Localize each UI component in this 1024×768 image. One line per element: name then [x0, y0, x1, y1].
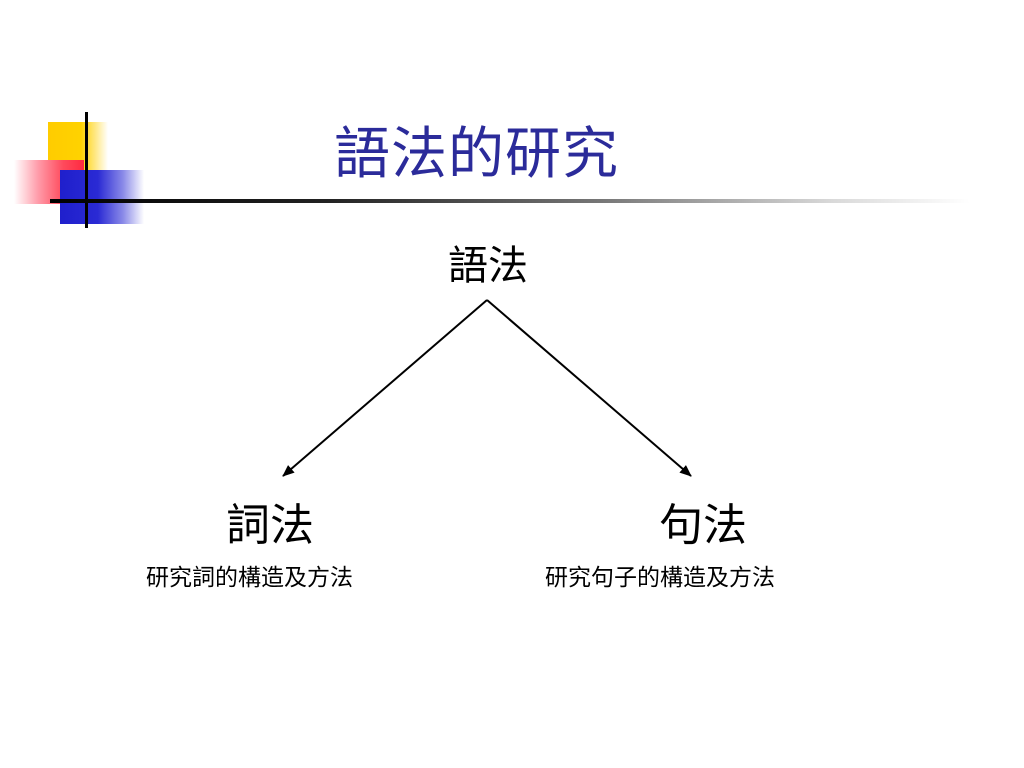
- root-node-label: 語法: [448, 243, 528, 289]
- right-branch-description: 研究句子的構造及方法: [545, 565, 775, 591]
- arrow-to-right-branch: [486, 299, 692, 477]
- left-branch-description: 研究詞的構造及方法: [146, 565, 353, 591]
- left-branch-label: 詞法: [226, 500, 314, 551]
- right-branch-label: 句法: [659, 500, 747, 551]
- decoration-vertical-line: [85, 112, 88, 228]
- arrow-to-left-branch: [282, 299, 488, 477]
- title-underline: [50, 199, 970, 203]
- decoration-blue-block: [60, 170, 144, 224]
- slide-title: 語法的研究: [334, 122, 619, 187]
